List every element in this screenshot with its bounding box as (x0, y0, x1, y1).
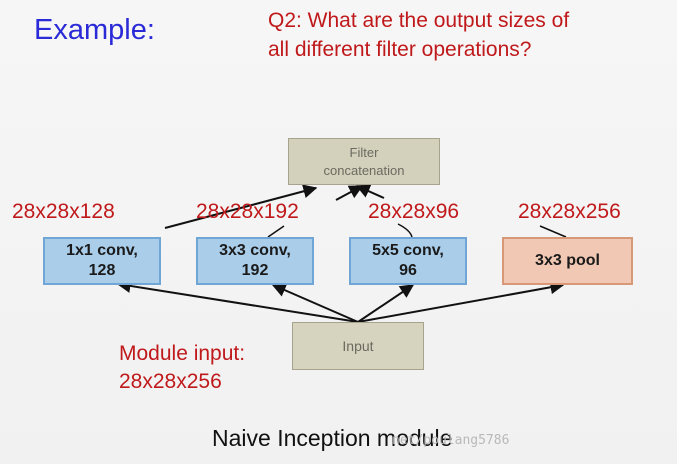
diagram-caption: Naive Inception module (212, 425, 453, 451)
example-title: Example: (34, 14, 155, 46)
arrow-input-to-1x1 (116, 279, 359, 323)
conv-3x3-line-2: 192 (241, 262, 269, 279)
conv-1x1-box: 1x1 conv, 128 (43, 237, 161, 285)
conv-3x3-box: 3x3 conv, 192 (196, 237, 314, 285)
question-line-2: all different filter operations? (268, 38, 532, 61)
input-box-label: Input (342, 338, 374, 354)
filter-concat-line-2: concatenation (323, 162, 405, 178)
pool-3x3-label: 3x3 pool (535, 252, 600, 269)
arrow-input-to-pool (357, 280, 565, 323)
module-input-size: 28x28x256 (119, 370, 222, 393)
filter-concatenation-box: Filter concatenation (288, 138, 440, 185)
conv-5x5-line-2: 96 (399, 262, 417, 279)
output-size-pool: 28x28x256 (518, 200, 621, 223)
conv-5x5-line-1: 5x5 conv, (372, 242, 444, 259)
arrow-input-to-5x5 (357, 284, 415, 323)
arrow-input-to-3x3 (271, 283, 359, 323)
arrow-5x5-to-concat (355, 184, 385, 199)
pool-3x3-box: 3x3 pool (502, 237, 633, 285)
module-input-annotation: Module input: 28x28x256 (119, 340, 245, 396)
question-text: Q2: What are the output sizes of all dif… (268, 6, 569, 64)
connector-5x5 (397, 223, 413, 238)
input-box: Input (292, 322, 424, 370)
arrow-3x3-to-concat (335, 185, 364, 201)
conv-1x1-line-1: 1x1 conv, (66, 242, 138, 259)
connector-3x3 (267, 225, 285, 238)
connector-pool (539, 225, 567, 238)
output-size-5x5: 28x28x96 (368, 200, 460, 223)
watermark-text: net/poulang5786 (392, 433, 510, 448)
conv-3x3-line-1: 3x3 conv, (219, 242, 291, 259)
conv-1x1-line-2: 128 (88, 262, 116, 279)
filter-concat-line-1: Filter (349, 144, 379, 160)
conv-5x5-box: 5x5 conv, 96 (349, 237, 467, 285)
output-size-3x3: 28x28x192 (196, 200, 299, 223)
output-size-1x1: 28x28x128 (12, 200, 115, 223)
module-input-label: Module input: (119, 342, 246, 365)
question-line-1: Q2: What are the output sizes of (268, 9, 570, 32)
arrow-1x1-to-concat (164, 184, 318, 229)
